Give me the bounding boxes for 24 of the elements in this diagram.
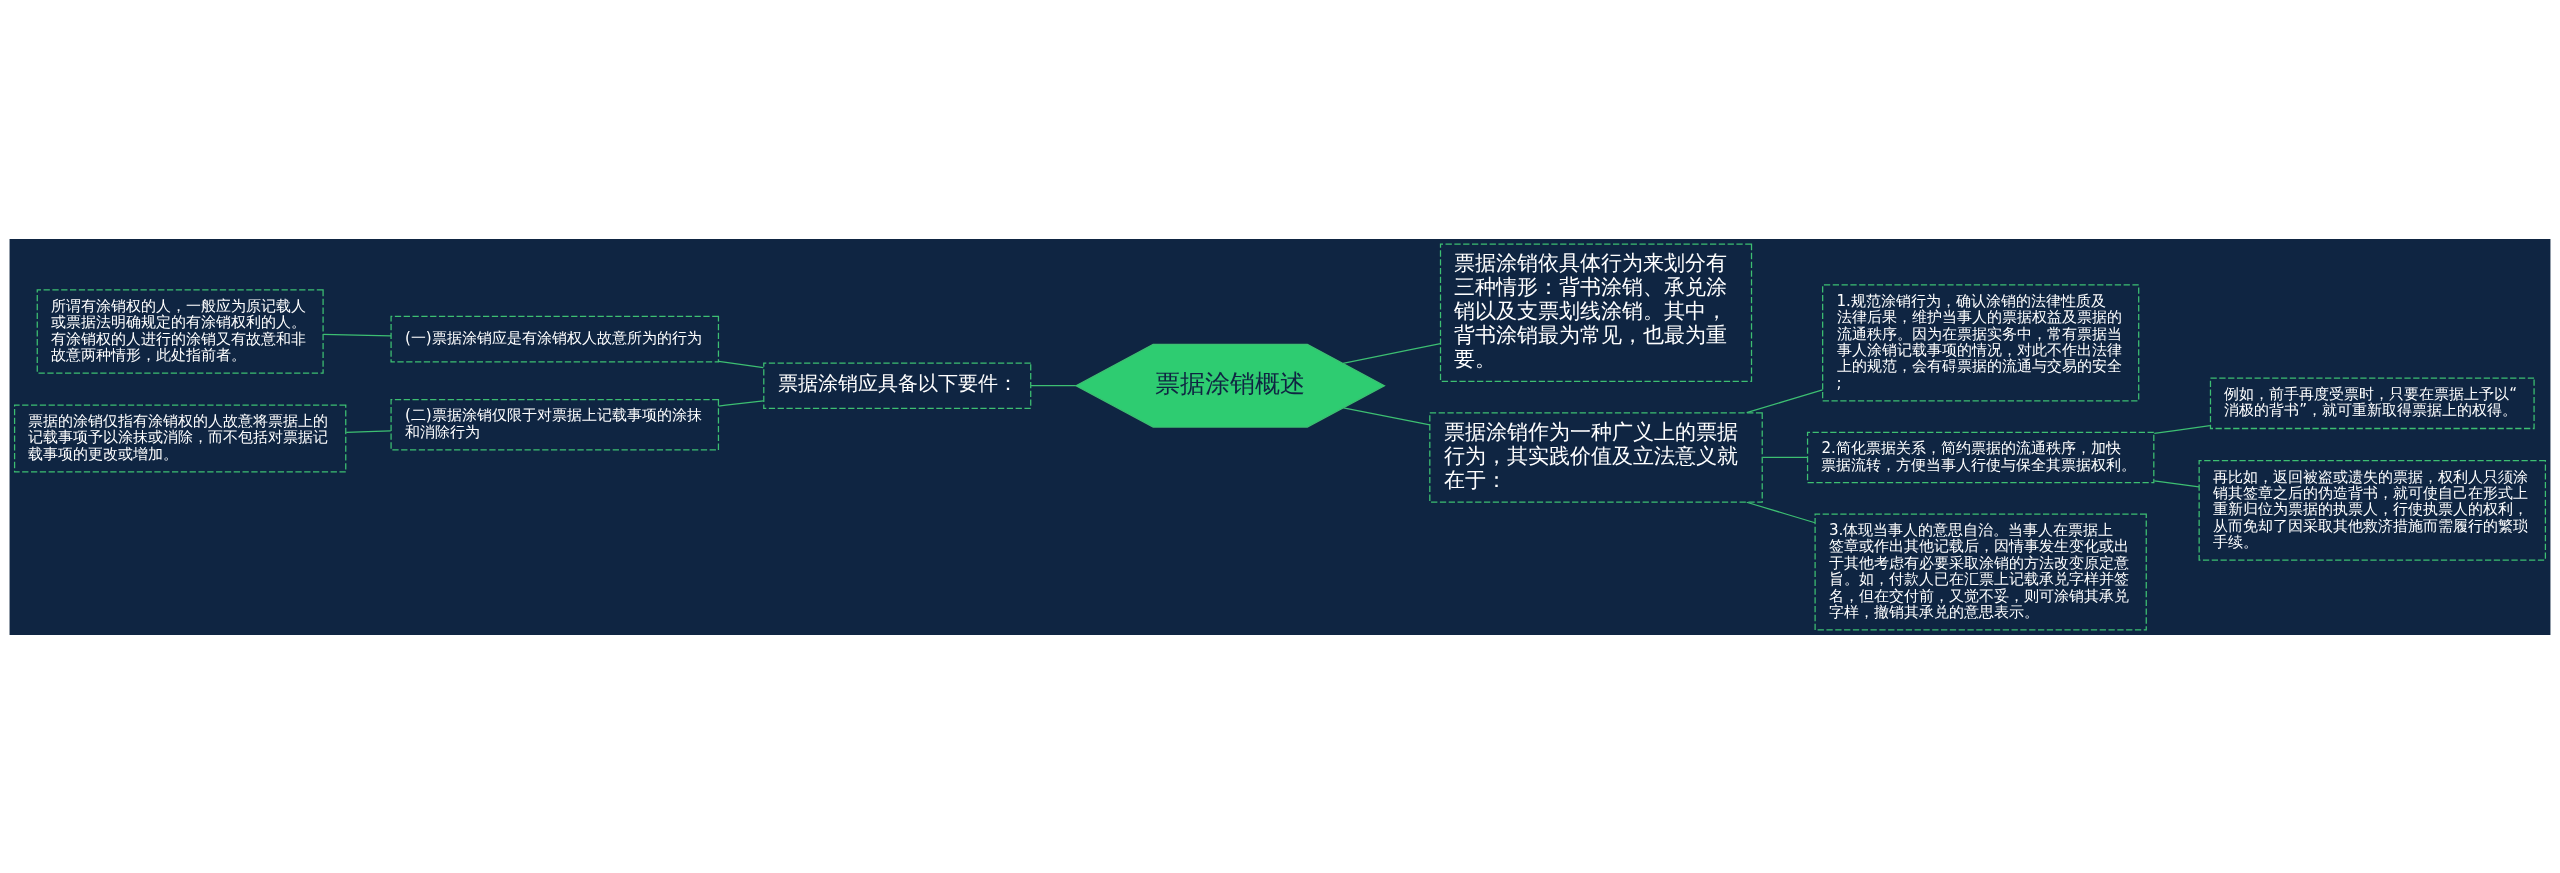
- connector: [1746, 501, 1816, 523]
- node-box: 1.规范涂销行为，确认涂销的法律性质及法律后果，维护当事人的票据权益及票据的流通秩序。因为在票据实务中，常有票据当事人涂销记载事项的情况，对此不作出法律上的规范，会有碍票据的流通与交易的安全;: [1822, 283, 2140, 401]
- node-box: 例如，前手再度受票时，只要在票据上予以“消极的背书”，就可重新取得票据上的权得。: [2209, 377, 2535, 429]
- connector: [1746, 388, 1824, 413]
- connector: [1342, 406, 1431, 425]
- connector: [1762, 456, 1808, 458]
- node-box: 再比如，返回被盗或遗失的票据，权利人只须涂销其签章之后的伪造背书，就可使自己在形式上重新归位为票据的执票人，行使执票人的权利，从而免却了因采取其他救济措施而需履行的繁琐手续。: [2198, 459, 2547, 561]
- node-box: 2.简化票据关系，简约票据的流通秩序，加快票据流转，方便当事人行使与保全其票据权利。: [1806, 431, 2155, 483]
- connector: [345, 429, 392, 433]
- connector: [2153, 424, 2211, 434]
- node-box: 票据的涂销仅指有涂销权的人故意将票据上的记载事项予以涂抹或消除，而不包括对票据记载事项的更改或增加。: [13, 404, 347, 473]
- connector: [717, 399, 764, 407]
- node-box: (二)票据涂销仅限于对票据上记载事项的涂抹和消除行为: [390, 398, 720, 451]
- node-box: 票据涂销作为一种广义上的票据行为，其实践价值及立法意义就在于：: [1429, 411, 1763, 503]
- connector: [717, 360, 764, 368]
- connector: [1342, 342, 1442, 364]
- node-box: 票据涂销依具体行为来划分有三种情形：背书涂销、承兑涂销以及支票划线涂销。其中，背书涂销最为常见，也最为重要。: [1439, 242, 1753, 382]
- node-box: 所谓有涂销权的人，一般应为原记载人或票据法明确规定的有涂销权利的人。有涂销权的人进行的涂销又有故意和非故意两种情形，此处指前者。: [36, 288, 324, 374]
- connector: [1030, 384, 1077, 386]
- node-box: (一)票据涂销应是有涂销权人故意所为的行为: [390, 315, 720, 362]
- node-box: 3.体现当事人的意思自治。当事人在票据上签章或作出其他记载后，因情事发生变化或出于其他考虑有必要采取涂销的方法改变原定意旨。如，付款人已在汇票上记载承兑字样并签名，但在交付前，又觉不妥，则可涂销其承兑字样，撤销其承兑的意思表示。: [1814, 513, 2147, 631]
- connector: [2153, 479, 2200, 488]
- connector: [322, 333, 392, 336]
- node-box: 票据涂销应具备以下要件：: [763, 361, 1032, 409]
